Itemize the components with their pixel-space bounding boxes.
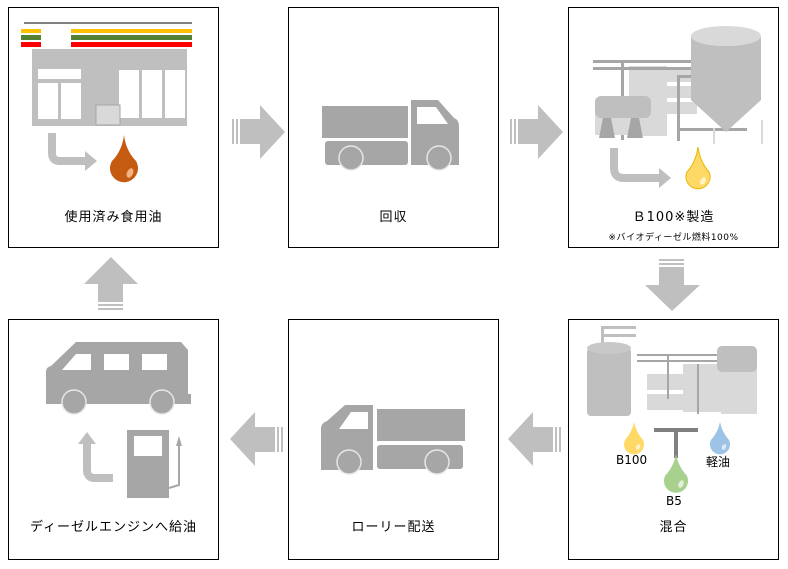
- diesel-label: 軽油: [706, 455, 731, 469]
- used-oil-drop-icon: [110, 135, 138, 183]
- arrow-left-icon: [230, 412, 283, 466]
- b5-drop-icon: [664, 454, 688, 493]
- step-delivery: ローリー配送: [288, 319, 499, 560]
- bent-arrow-up-icon: [78, 432, 113, 482]
- step-label: ローリー配送: [351, 520, 436, 535]
- step-used-oil: 使用済み食用油: [8, 7, 219, 248]
- step-collection: 回収: [288, 7, 499, 248]
- b100-label: B100: [616, 453, 648, 467]
- bent-arrow-icon: [48, 133, 97, 171]
- b100-drop-icon: [685, 146, 711, 190]
- convenience-store-icon: [21, 22, 192, 126]
- step-label: Ｂ100※製造: [632, 210, 715, 225]
- arrow-up-icon: [84, 257, 138, 310]
- step-label: 回収: [379, 210, 408, 225]
- mixing-t-pipe-icon: [654, 428, 698, 458]
- step-label: 混合: [659, 520, 688, 535]
- diesel-drop-icon: [710, 422, 730, 455]
- tanker-truck-icon: [321, 405, 465, 475]
- step-refuel: ディーゼルエンジンへ給油: [8, 319, 219, 560]
- fuel-pump-icon: [127, 430, 182, 498]
- arrow-right-icon: [510, 105, 563, 159]
- step-production: Ｂ100※製造 ※バイオディーゼル燃料100%: [568, 7, 779, 248]
- b5-label: B5: [666, 494, 682, 508]
- bent-arrow-icon: [610, 148, 671, 188]
- arrow-left-icon: [508, 412, 561, 466]
- blending-plant-icon: [587, 326, 757, 416]
- factory-icon: [593, 26, 763, 144]
- arrow-right-icon: [232, 105, 285, 159]
- van-icon: [46, 342, 191, 415]
- step-mixing: B100 軽油 B5 混合: [568, 319, 779, 560]
- step-note: ※バイオディーゼル燃料100%: [608, 233, 739, 243]
- truck-icon: [322, 100, 459, 171]
- arrow-down-icon: [645, 259, 700, 311]
- b100-drop-icon: [624, 422, 644, 455]
- step-label: 使用済み食用油: [64, 210, 163, 225]
- step-label: ディーゼルエンジンへ給油: [29, 520, 198, 535]
